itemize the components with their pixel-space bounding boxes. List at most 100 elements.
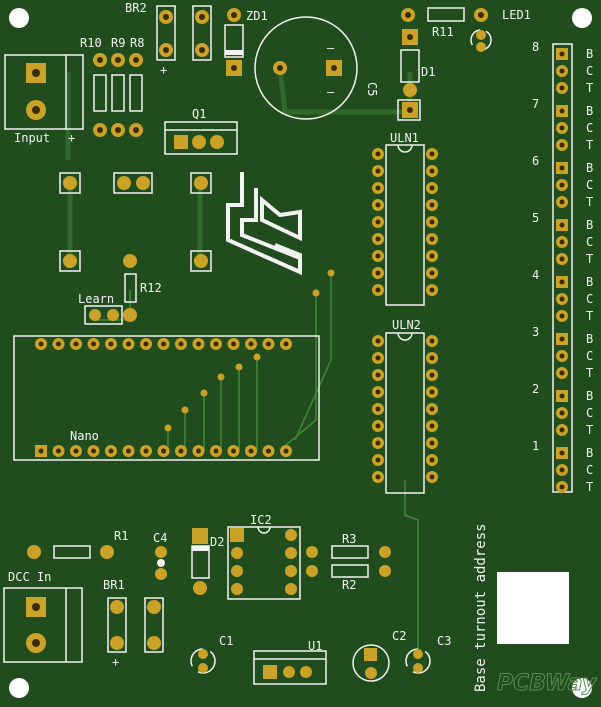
r3-r2-resistors [306,545,391,578]
learn-button [84,305,123,325]
r1-resistor [27,545,114,559]
mounting-hole-top-left [9,8,29,28]
dcc-in-label: DCC In [8,570,51,584]
output-c-label: C [586,463,593,477]
via [217,373,225,381]
mounting-hole-bottom-right [572,678,592,698]
ic2-chip [227,526,301,600]
nano-outline [13,335,320,461]
input-terminal [4,54,84,130]
via [327,269,335,277]
copper-traces [65,67,413,258]
zd1-label: ZD1 [246,9,268,23]
base-turnout-box [497,572,569,644]
resistors-r10-r9-r8 [93,53,143,137]
r8-label: R8 [130,36,144,50]
nano-pins [35,338,292,457]
output-c-label: C [586,235,593,249]
output-number: 5 [532,211,539,225]
led1-label: LED1 [502,8,531,22]
output-c-label: C [586,349,593,363]
output-number: 6 [532,154,539,168]
output-number: 7 [532,97,539,111]
mounting-hole-bottom-left [9,678,29,698]
c3-capacitor [405,648,431,674]
r3-label: R3 [342,532,356,546]
jumper-pads [59,172,212,272]
c5-minus-bottom: — [327,85,335,99]
board-logo-icon [226,172,302,276]
q1-transistor [164,121,238,155]
u1-regulator [253,650,327,685]
r12-resistor [123,254,137,322]
br1-label: BR1 [103,578,125,592]
base-turnout-label: Base turnout address [473,523,489,692]
learn-label: Learn [78,292,114,306]
output-b-label: B [586,47,593,61]
nano-label: Nano [70,429,99,443]
output-t-label: T [586,81,593,95]
d1-label: D1 [421,65,435,79]
mounting-hole-top-right [572,8,592,28]
output-c-label: C [586,292,593,306]
c4-label: C4 [153,531,167,545]
output-b-label: B [586,218,593,232]
vias [164,269,335,432]
br1-plus-label: + [112,655,119,669]
r1-label: R1 [114,529,128,543]
c3-label: C3 [437,634,451,648]
output-number: 8 [532,40,539,54]
input-plus-label: + [68,131,75,145]
output-b-label: B [586,275,593,289]
uln2-chip [372,332,438,494]
thin-traces [95,275,419,655]
output-c-label: C [586,178,593,192]
output-t-label: T [586,366,593,380]
output-t-label: T [586,138,593,152]
c2-capacitor [352,644,390,682]
output-b-label: B [586,332,593,346]
d2-diode [191,528,210,595]
via [164,424,172,432]
r11-resistor [401,7,488,22]
via [253,353,261,361]
led1-footprint [470,29,492,52]
r12-label: R12 [140,281,162,295]
output-number: 2 [532,382,539,396]
output-t-label: T [586,309,593,323]
br2-bridge [156,5,212,61]
via [312,289,320,297]
output-t-label: T [586,423,593,437]
c5-minus-top: — [327,41,335,55]
output-number: 4 [532,268,539,282]
output-number: 3 [532,325,539,339]
output-number: 1 [532,439,539,453]
uln1-chip [372,144,438,306]
r11-label: R11 [432,25,454,39]
c5-capacitor [254,16,358,120]
uln2-label: ULN2 [392,318,421,332]
r2-label: R2 [342,578,356,592]
output-t-label: T [586,252,593,266]
pcbway-watermark: PCBWay [497,671,598,696]
output-b-label: B [586,161,593,175]
output-b-label: B [586,104,593,118]
uln1-label: ULN1 [390,131,419,145]
q1-label: Q1 [192,107,206,121]
output-c-label: C [586,406,593,420]
via [181,406,189,414]
via [200,389,208,397]
zd1-zener [224,8,244,76]
output-c-label: C [586,64,593,78]
c1-label: C1 [219,634,233,648]
